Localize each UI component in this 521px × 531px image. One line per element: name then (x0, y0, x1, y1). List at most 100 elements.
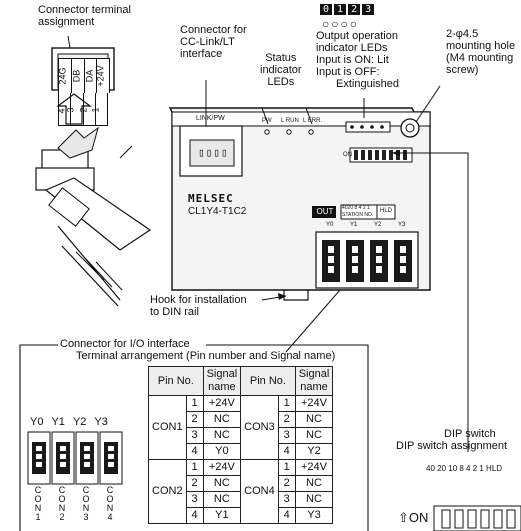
io-connector-drawings (27, 431, 123, 485)
dip-on-label: ON (408, 510, 429, 525)
io-connector-bottom-labels: CON 1 CON 2 CON 3 CON 4 (34, 486, 114, 522)
output-led-number-strip: 0 1 2 3 (320, 4, 375, 15)
cell-signal: NC (202, 427, 242, 444)
cell-signal: NC (294, 475, 334, 492)
cell-pin: 3 (185, 427, 204, 444)
cell-con: CON3 (240, 395, 279, 460)
cell-pin: 1 (185, 395, 204, 412)
module-brand: MELSEC (188, 192, 234, 205)
module-port-pins: ▯▯▯▯ (198, 146, 229, 159)
table-row: CON2 1 +24V CON4 1 +24V (148, 459, 334, 524)
label-din-hook: Hook for installation to DIN rail (150, 294, 247, 318)
cell-pin: 3 (185, 491, 204, 508)
io-connector-name: CON 1 (34, 485, 42, 522)
io-title-1: Connector for I/O interface (60, 338, 190, 350)
dip-scale: 40 20 10 8 4 2 1 HLD (426, 464, 503, 473)
io-connector-top: Y3 (94, 416, 108, 428)
output-led-number: 3 (362, 4, 375, 15)
io-connector-top: Y1 (51, 416, 65, 428)
cell-signal: NC (202, 491, 242, 508)
cell-pin: 1 (185, 459, 204, 476)
cell-signal: NC (294, 427, 334, 444)
cell-pin: 4 (277, 443, 296, 460)
output-led-number: 2 (348, 4, 361, 15)
table-row: CON1 1 +24V CON3 1 +24V (148, 395, 334, 460)
cell-signal: Y1 (202, 507, 242, 524)
terminal-pin-num: 2 (78, 107, 89, 113)
cell-pin: 4 (185, 443, 204, 460)
table-row: 2 NC 2 NC (149, 411, 334, 428)
cell-pin: 3 (277, 491, 296, 508)
dip-on-indicator: ⇧ON (398, 510, 428, 526)
label-mounting-holes: 2-φ4.5 mounting hole (M4 mounting screw) (446, 28, 516, 76)
terminal-pin-name: 24G (57, 67, 68, 85)
cell-con: CON2 (148, 459, 187, 524)
output-led-number: 1 (334, 4, 347, 15)
cell-signal: +24V (294, 395, 334, 412)
module-led-lerr: L ERR. (303, 118, 323, 124)
cell-signal: NC (294, 491, 334, 508)
table-row: 2 NC 2 NC (149, 475, 334, 492)
cell-signal: +24V (202, 395, 242, 412)
module-channel-y3: Y3 (398, 222, 406, 228)
terminal-pin-num: 1 (90, 107, 101, 113)
module-station-box: 4020 8 4 2 1 STATION NO. (342, 205, 373, 219)
cell-signal: NC (202, 411, 242, 428)
table-row: 4 Y0 4 Y2 (149, 443, 334, 460)
io-connector-name: CON 2 (58, 485, 66, 522)
label-status-leds: Status indicator LEDs (260, 52, 302, 88)
module-led-lrun: L RUN (281, 118, 299, 124)
label-connector-terminal-assignment: Connector terminal assignment (38, 4, 131, 28)
table-row: 4 Y1 4 Y3 (149, 507, 334, 524)
terminal-pin-name: +24V (95, 65, 106, 87)
terminal-pin-name: DA (83, 69, 94, 83)
label-dip-switch-assignment: DIP switch assignment (396, 440, 508, 452)
module-led-pw: PW (262, 118, 272, 124)
module-model: CL1Y4-T1C2 (188, 206, 247, 217)
arrow-up-icon: ⇧ (398, 510, 409, 525)
terminal-pin-name: DB (71, 69, 82, 83)
module-on-mark: ON (343, 152, 352, 158)
module-channel-y2: Y2 (374, 222, 382, 228)
label-cclink-connector: Connector for CC-Link/LT interface (180, 24, 247, 60)
cell-signal: Y3 (294, 507, 334, 524)
dip-switch-drawing (433, 505, 521, 531)
cell-signal: Y2 (294, 443, 334, 460)
cell-pin: 1 (277, 459, 296, 476)
io-connector-top: Y0 (30, 416, 44, 428)
cell-signal: NC (294, 411, 334, 428)
cell-pin: 4 (277, 507, 296, 524)
io-connector-top-labels: Y0 Y1 Y2 Y3 (30, 416, 108, 428)
cell-con: CON1 (148, 395, 187, 460)
cell-signal: NC (202, 475, 242, 492)
terminal-pin-names: 24G DB DA +24V (58, 58, 110, 93)
cell-pin: 2 (185, 475, 204, 492)
leader-lines (119, 80, 469, 452)
table-row: 3 NC 3 NC (149, 491, 334, 508)
cell-pin: 2 (277, 475, 296, 492)
cell-signal: +24V (202, 459, 242, 476)
cell-pin: 2 (185, 411, 204, 428)
output-led-number: 0 (320, 4, 333, 15)
cell-pin: 1 (277, 395, 296, 412)
terminal-pin-num: 3 (65, 107, 76, 113)
module-body-drawing (168, 107, 431, 301)
io-connector-top: Y2 (72, 416, 87, 428)
io-connector-name: CON 4 (106, 485, 114, 522)
module-port-label: LINK/PW (196, 115, 225, 122)
cell-pin: 4 (185, 507, 204, 524)
cell-con: CON4 (240, 459, 279, 524)
output-led-circles: ○○○○ (322, 17, 359, 31)
cell-signal: +24V (294, 459, 334, 476)
module-station-values: 4020 8 4 2 1 (342, 205, 370, 211)
cell-pin: 2 (277, 411, 296, 428)
module-channel-y1: Y1 (350, 222, 358, 228)
io-connector-name: CON 3 (82, 485, 90, 522)
cell-signal: Y0 (202, 443, 242, 460)
module-out-badge: OUT (316, 207, 334, 216)
